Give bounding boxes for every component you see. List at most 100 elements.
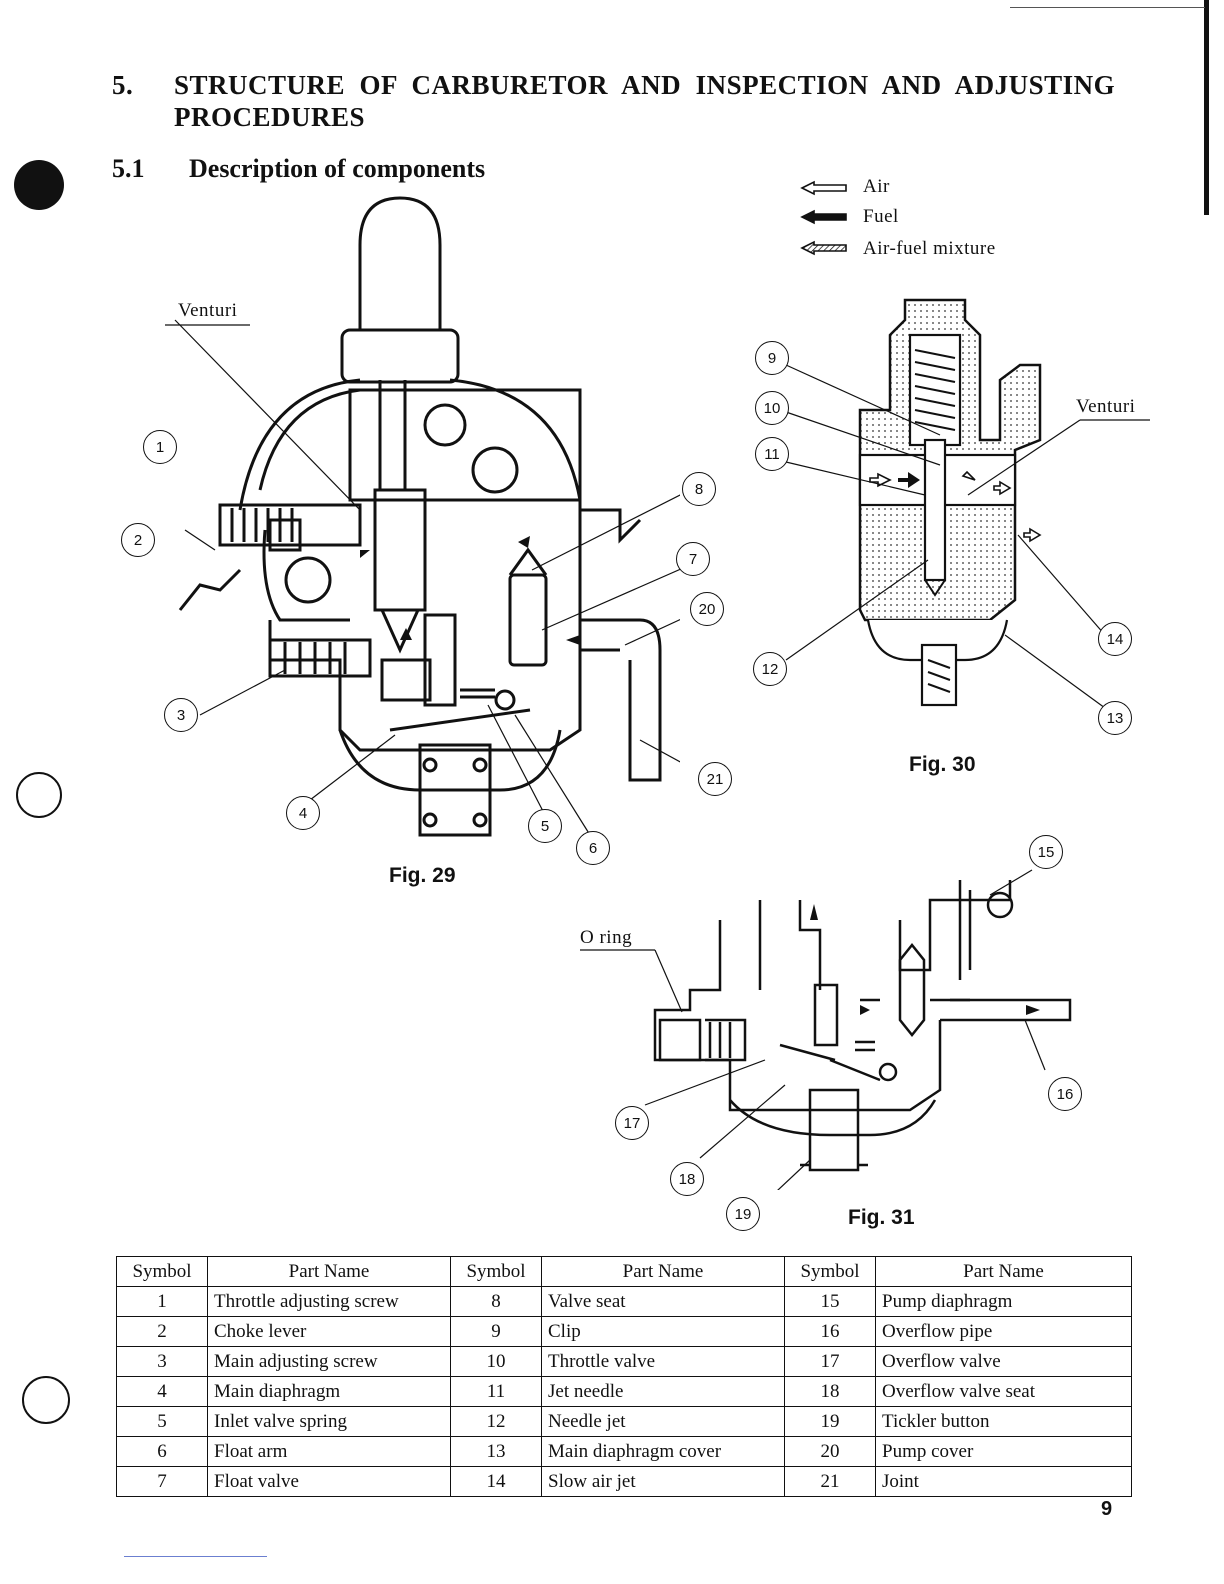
cell-part-name: Main diaphragm cover (541, 1436, 785, 1467)
table-row: 5 Inlet valve spring 12 Needle jet 19 Ti… (116, 1406, 1132, 1437)
cell-part-name: Overflow valve seat (875, 1376, 1132, 1407)
cell-symbol: 3 (116, 1346, 208, 1377)
callout-15: 15 (1029, 835, 1063, 869)
callout-1: 1 (143, 430, 177, 464)
callout-3: 3 (164, 698, 198, 732)
callout-16: 16 (1048, 1077, 1082, 1111)
cell-symbol: 8 (450, 1286, 542, 1317)
callout-20: 20 (690, 592, 724, 626)
callout-8: 8 (682, 472, 716, 506)
cell-symbol: 19 (784, 1406, 876, 1437)
subsection-title: Description of components (189, 154, 486, 183)
section-title-line1: STRUCTURE OF CARBURETOR AND INSPECTION A… (174, 70, 1116, 100)
cell-part-name: Float arm (207, 1436, 451, 1467)
callout-21: 21 (698, 762, 732, 796)
callout-4: 4 (286, 796, 320, 830)
punch-hole-filled (14, 160, 64, 210)
carburetor-diagram-fig30 (785, 298, 1150, 709)
cell-part-name: Tickler button (875, 1406, 1132, 1437)
header-symbol: Symbol (450, 1256, 542, 1287)
cell-symbol: 10 (450, 1346, 542, 1377)
table-row: 7 Float valve 14 Slow air jet 21 Joint (116, 1466, 1132, 1497)
callout-13: 13 (1098, 701, 1132, 735)
header-symbol: Symbol (116, 1256, 208, 1287)
cell-symbol: 4 (116, 1376, 208, 1407)
callout-10: 10 (755, 391, 789, 425)
cell-symbol: 7 (116, 1466, 208, 1497)
section-number: 5. (112, 70, 134, 100)
punch-hole-empty (22, 1376, 70, 1424)
callout-12: 12 (753, 652, 787, 686)
cell-symbol: 12 (450, 1406, 542, 1437)
table-row: 6 Float arm 13 Main diaphragm cover 20 P… (116, 1436, 1132, 1467)
fig31-oring-label: O ring (580, 927, 633, 948)
fig29-venturi-label: Venturi (178, 300, 238, 321)
table-row: 1 Throttle adjusting screw 8 Valve seat … (116, 1286, 1132, 1317)
callout-17: 17 (615, 1106, 649, 1140)
cell-part-name: Overflow pipe (875, 1316, 1132, 1347)
callout-18: 18 (670, 1162, 704, 1196)
page-edge-bar (1204, 0, 1209, 215)
table-row: 3 Main adjusting screw 10 Throttle valve… (116, 1346, 1132, 1377)
cell-part-name: Choke lever (207, 1316, 451, 1347)
cell-symbol: 21 (784, 1466, 876, 1497)
cell-part-name: Pump diaphragm (875, 1286, 1132, 1317)
cell-part-name: Float valve (207, 1466, 451, 1497)
callout-9: 9 (755, 341, 789, 375)
table-row: 4 Main diaphragm 11 Jet needle 18 Overfl… (116, 1376, 1132, 1407)
cell-symbol: 18 (784, 1376, 876, 1407)
punch-hole-empty (16, 772, 62, 818)
cell-part-name: Jet needle (541, 1376, 785, 1407)
fuel-arrow-icon (800, 209, 847, 225)
cell-part-name: Overflow valve (875, 1346, 1132, 1377)
callout-14: 14 (1098, 622, 1132, 656)
cell-part-name: Clip (541, 1316, 785, 1347)
cell-part-name: Valve seat (541, 1286, 785, 1317)
mixture-arrow-icon (800, 240, 847, 256)
page-number: 9 (1101, 1498, 1113, 1520)
cell-symbol: 15 (784, 1286, 876, 1317)
cell-symbol: 11 (450, 1376, 542, 1407)
fig30-caption: Fig. 30 (909, 753, 976, 776)
subsection-number: 5.1 (112, 154, 145, 183)
legend-air-label: Air (863, 176, 890, 197)
cell-part-name: Joint (875, 1466, 1132, 1497)
cell-symbol: 14 (450, 1466, 542, 1497)
fig31-caption: Fig. 31 (848, 1206, 915, 1229)
carburetor-diagram-fig29 (165, 196, 680, 837)
table-header-row: Symbol Part Name Symbol Part Name Symbol… (116, 1256, 1132, 1287)
header-part-name: Part Name (207, 1256, 451, 1287)
cell-part-name: Throttle adjusting screw (207, 1286, 451, 1317)
cell-symbol: 1 (116, 1286, 208, 1317)
cell-part-name: Throttle valve (541, 1346, 785, 1377)
callout-5: 5 (528, 809, 562, 843)
cell-part-name: Needle jet (541, 1406, 785, 1437)
callout-6: 6 (576, 831, 610, 865)
table-row: 2 Choke lever 9 Clip 16 Overflow pipe (116, 1316, 1132, 1347)
cell-part-name: Main diaphragm (207, 1376, 451, 1407)
fig29-caption: Fig. 29 (389, 864, 456, 887)
cell-symbol: 9 (450, 1316, 542, 1347)
cell-symbol: 6 (116, 1436, 208, 1467)
cell-part-name: Pump cover (875, 1436, 1132, 1467)
cell-symbol: 2 (116, 1316, 208, 1347)
callout-2: 2 (121, 523, 155, 557)
fig30-venturi-label: Venturi (1076, 396, 1136, 417)
header-part-name: Part Name (541, 1256, 785, 1287)
callout-11: 11 (755, 437, 789, 471)
legend-mixture-label: Air-fuel mixture (863, 238, 996, 259)
air-arrow-icon (800, 180, 847, 196)
callout-7: 7 (676, 542, 710, 576)
cell-symbol: 17 (784, 1346, 876, 1377)
footer-link-rule (124, 1556, 267, 1557)
cell-part-name: Main adjusting screw (207, 1346, 451, 1377)
header-symbol: Symbol (784, 1256, 876, 1287)
cell-symbol: 20 (784, 1436, 876, 1467)
cell-part-name: Inlet valve spring (207, 1406, 451, 1437)
page-edge-rule (1010, 7, 1205, 8)
callout-19: 19 (726, 1197, 760, 1231)
cell-symbol: 5 (116, 1406, 208, 1437)
section-title-line2: PROCEDURES (174, 102, 366, 132)
cell-symbol: 16 (784, 1316, 876, 1347)
header-part-name: Part Name (875, 1256, 1132, 1287)
